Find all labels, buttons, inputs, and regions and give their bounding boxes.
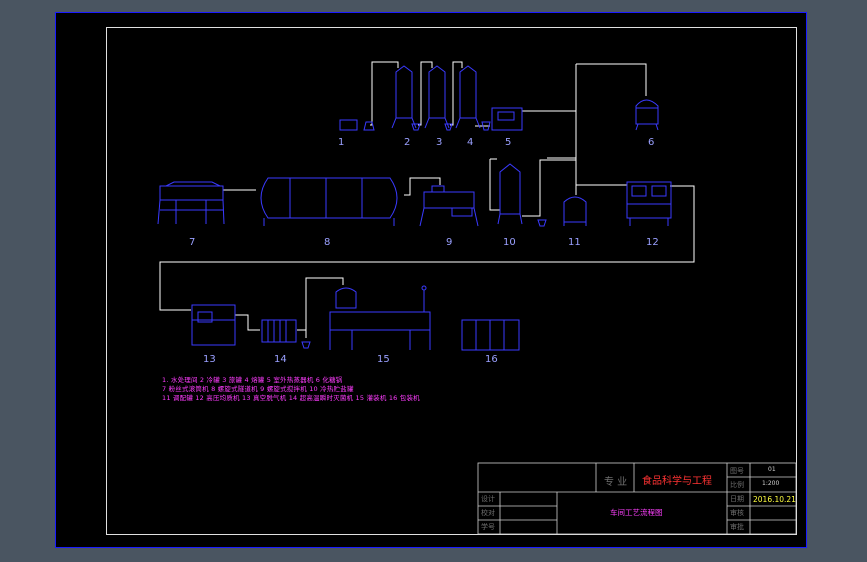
equipment-10-storage-tank	[497, 163, 547, 227]
equipment-number-10: 10	[503, 237, 516, 248]
title-block-date-label: 日期	[730, 495, 744, 503]
equipment-number-12: 12	[646, 237, 659, 248]
equipment-number-8: 8	[324, 237, 331, 248]
equipment-2-tank	[391, 65, 421, 131]
title-block-drawing-title: 车间工艺流程图	[610, 508, 663, 517]
legend-line-2: 7 粉丝式滚筒机 8 螺旋式隧道机 9 螺旋式搅拌机 10 冷热贮盐罐	[162, 385, 354, 393]
equipment-number-3: 3	[436, 137, 443, 148]
legend-line-3: 11 调配罐 12 高压均质机 13 真空脱气机 14 超高温瞬时灭菌机 15 …	[162, 394, 420, 402]
equipment-15-filler	[329, 285, 431, 350]
equipment-14-sterilizer	[261, 319, 311, 349]
equipment-number-1: 1	[338, 137, 345, 148]
title-block-major-label: 专 业	[604, 477, 628, 488]
equipment-number-13: 13	[203, 354, 216, 365]
equipment-number-2: 2	[404, 137, 411, 148]
equipment-7-roller	[157, 181, 225, 225]
equipment-5-heater	[491, 107, 523, 131]
equipment-4-tank	[455, 65, 491, 131]
title-block-date-value: 2016.10.21	[753, 495, 796, 504]
equipment-number-15: 15	[377, 354, 390, 365]
equipment-11-blending-tank	[563, 196, 587, 226]
legend-line-1: 1. 水处理间 2 冷罐 3 旅罐 4 熔罐 5 室外热蒸器机 6 化糖锅	[162, 376, 343, 384]
title-block-ratio-value: 1:200	[762, 480, 780, 487]
equipment-9-mixer	[419, 185, 479, 227]
equipment-number-6: 6	[648, 137, 655, 148]
title-block-checker-label: 校对	[481, 509, 495, 517]
pipes	[159, 61, 695, 338]
equipment-number-4: 4	[467, 137, 474, 148]
title-block-ratio-label: 比例	[730, 481, 744, 489]
title-block-major-value: 食品科学与工程	[642, 476, 712, 487]
equipment-1-water-treatment	[339, 119, 375, 131]
equipment-number-16: 16	[485, 354, 498, 365]
equipment-8-tunnel	[260, 177, 398, 226]
title-block-drawing-no-label: 图号	[730, 467, 744, 475]
title-block-student-no-label: 学号	[481, 523, 495, 531]
equipment-12-homogenizer	[626, 181, 672, 226]
title-block-designer-label: 设计	[481, 495, 495, 503]
equipment-number-9: 9	[446, 237, 453, 248]
title-block-drawing-no-value: 01	[768, 466, 776, 473]
equipment-number-11: 11	[568, 237, 581, 248]
title-block-approve-label: 审核	[730, 509, 744, 517]
drawing-frame	[55, 12, 807, 548]
drawing-border	[106, 27, 797, 535]
equipment-6-sugar-pot	[635, 99, 659, 131]
equipment-number-14: 14	[274, 354, 287, 365]
equipment-16-packer	[461, 319, 520, 351]
equipment-number-7: 7	[189, 237, 196, 248]
title-block-grid	[477, 462, 797, 535]
equipment-13-degasser	[191, 304, 236, 346]
equipment-3-tank	[424, 65, 453, 131]
title-block-approve2-label: 审批	[730, 523, 744, 531]
equipment-number-5: 5	[505, 137, 512, 148]
equipment	[157, 65, 672, 351]
